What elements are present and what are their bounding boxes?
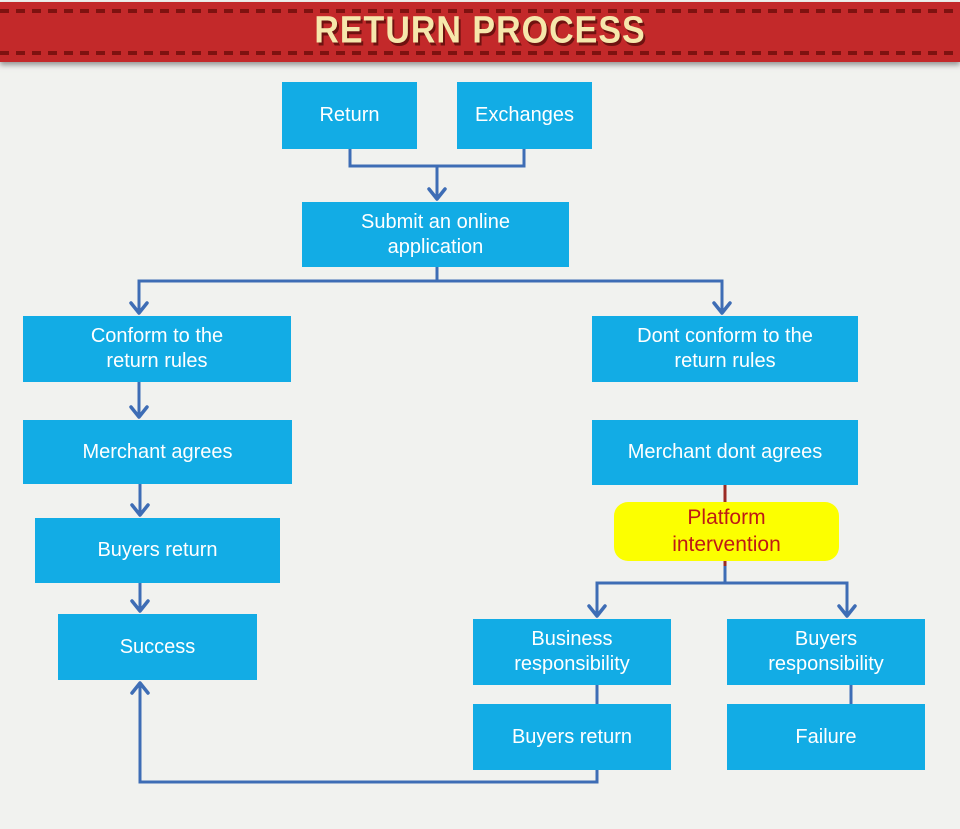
node-buyers-return-left: Buyers return — [35, 518, 280, 583]
node-success-label: Success — [119, 635, 196, 658]
node-business-responsibility: Business responsibility — [473, 619, 671, 685]
arrowhead-success — [130, 599, 150, 613]
connector-responsibility-split — [595, 581, 849, 613]
node-conform-rules: Conform to the return rules — [23, 316, 291, 382]
arrowhead-buyers-return — [130, 503, 150, 517]
arrowhead-merchant-agrees — [129, 405, 149, 419]
node-success: Success — [58, 614, 257, 680]
node-exchanges: Exchanges — [457, 82, 592, 149]
connector-main-split — [137, 279, 724, 310]
node-failure-label: Failure — [795, 725, 857, 748]
connector-top-join — [348, 149, 526, 168]
arrowhead-business-resp — [587, 604, 607, 618]
header-banner: RETURN PROCESS — [0, 2, 960, 62]
arrowhead-feedback-success — [130, 681, 150, 695]
node-platform-intervention-label: Platform intervention — [672, 506, 781, 556]
node-submit-application: Submit an online application — [302, 202, 569, 267]
node-exchanges-label: Exchanges — [475, 104, 574, 126]
node-merchant-agrees-label: Merchant agrees — [82, 440, 233, 463]
page-title: RETURN PROCESS — [314, 8, 646, 52]
node-buyers-responsibility-label: Buyers responsibility — [768, 628, 884, 675]
node-buyers-return-bottom: Buyers return — [473, 704, 671, 770]
node-merchant-dont-agrees: Merchant dont agrees — [592, 420, 858, 485]
node-return-label: Return — [319, 104, 380, 126]
arrowhead-buyers-resp — [837, 604, 857, 618]
node-conform-rules-label: Conform to the return rules — [90, 325, 224, 372]
stitch-line-top — [0, 9, 960, 13]
node-buyers-return-bottom-label: Buyers return — [511, 725, 633, 748]
node-return: Return — [282, 82, 417, 149]
node-merchant-dont-agrees-label: Merchant dont agrees — [627, 441, 823, 463]
node-buyers-return-left-label: Buyers return — [97, 539, 218, 561]
node-platform-intervention: Platform intervention — [614, 502, 839, 561]
stitch-line-bottom — [0, 51, 960, 55]
node-buyers-responsibility: Buyers responsibility — [727, 619, 925, 685]
connector-feedback-loop — [138, 686, 599, 784]
node-business-responsibility-label: Business responsibility — [514, 628, 630, 675]
node-dont-conform-rules: Dont conform to the return rules — [592, 316, 858, 382]
node-dont-conform-rules-label: Dont conform to the return rules — [637, 325, 813, 372]
node-merchant-agrees: Merchant agrees — [23, 420, 292, 484]
arrowhead-conform — [129, 301, 149, 315]
node-submit-application-label: Submit an online application — [361, 210, 510, 258]
arrowhead-dont-conform — [712, 301, 732, 315]
arrowhead-submit — [427, 187, 447, 201]
node-failure: Failure — [727, 704, 925, 770]
